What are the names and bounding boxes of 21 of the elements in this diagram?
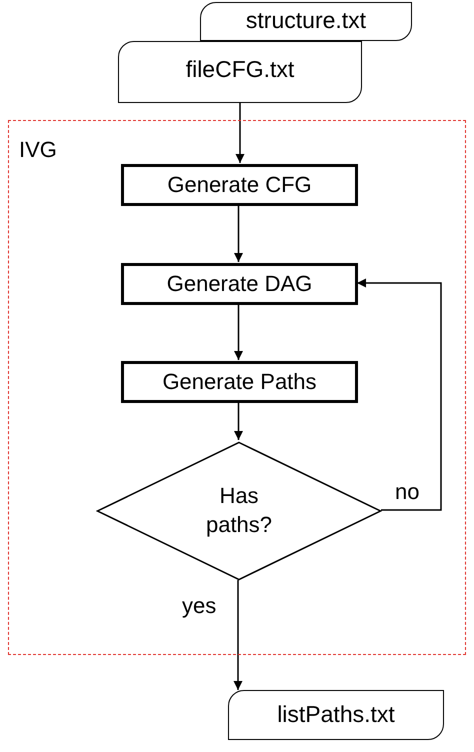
arrow — [234, 402, 243, 440]
document-shape — [200, 2, 412, 41]
decision-label: Has paths? — [204, 482, 274, 539]
arrow — [234, 205, 243, 262]
arrow — [357, 278, 442, 511]
group-boundary — [8, 120, 466, 655]
process-box — [121, 263, 358, 305]
file-name: listPaths.txt — [277, 701, 395, 729]
process-box — [121, 164, 358, 206]
process-box — [121, 361, 358, 403]
step-label: Generate DAG — [166, 271, 312, 297]
group-label: IVG — [19, 137, 57, 163]
arrow — [236, 103, 244, 163]
step-label: Generate Paths — [162, 369, 317, 395]
file-name: fileCFG.txt — [186, 56, 294, 84]
document-shape — [228, 690, 444, 740]
file-name: structure.txt — [246, 7, 366, 35]
step-label: Generate CFG — [167, 172, 312, 198]
arrow — [234, 304, 243, 360]
arrow — [234, 580, 242, 690]
document-shape — [118, 41, 362, 103]
